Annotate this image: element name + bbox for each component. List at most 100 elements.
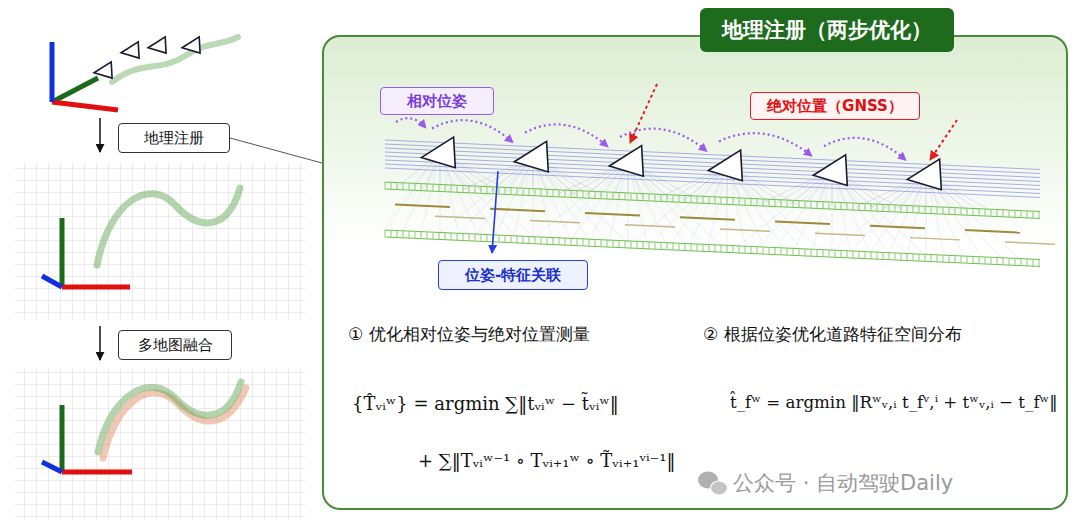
road-strip-tick [991, 257, 992, 264]
road-strip-tick [457, 233, 458, 240]
road-strip-tick [421, 184, 422, 191]
road-strip-tick [847, 203, 848, 210]
road-strip-tick [439, 184, 440, 191]
road-strip-tick [805, 249, 806, 256]
axis-z [52, 78, 98, 102]
lane-line [385, 148, 1040, 177]
road-strip-tick [445, 185, 446, 192]
road-strip-tick [1003, 258, 1004, 265]
lane-dash [435, 216, 485, 218]
relative-pose-arc [620, 129, 707, 152]
road-strip-tick [667, 243, 668, 250]
road-strip-tick [907, 253, 908, 260]
camera-pose [813, 155, 847, 186]
road-strip-tick [637, 193, 638, 200]
relative-pose-arc [525, 124, 608, 147]
road-strip-tick [919, 254, 920, 261]
road-strip-tick [517, 236, 518, 243]
road-strip-tick [967, 256, 968, 263]
road-strip-tick [679, 243, 680, 250]
road-strip-tick [1015, 210, 1016, 217]
panel: 地理注册（两步优化）相对位姿绝对位置（GNSS）位姿-特征关联 [322, 35, 1068, 510]
road-strip-tick [847, 251, 848, 258]
road-strip-tick [925, 254, 926, 261]
road-strip-tick [1009, 258, 1010, 265]
road-strip-tick [709, 197, 710, 204]
road-strip-tick [409, 183, 410, 190]
road-strip-tick [391, 230, 392, 237]
lane-dash [530, 221, 580, 223]
road-strip-tick [763, 199, 764, 206]
road-strip-tick [1039, 259, 1040, 266]
association-line [906, 174, 926, 257]
road-strip-tick [757, 247, 758, 254]
road-strip-tick [415, 183, 416, 190]
road-strip-tick [937, 255, 938, 262]
association-line [420, 152, 440, 235]
road-strip-tick [769, 199, 770, 206]
association-line [832, 170, 833, 254]
lane-dash [585, 213, 640, 215]
road-strip-tick [565, 190, 566, 197]
road-strip-tick [1009, 210, 1010, 217]
road-strip-tick [859, 203, 860, 210]
lane-line [385, 160, 1040, 189]
road-strip-tick [619, 241, 620, 248]
road-strip-tick [565, 238, 566, 245]
road-strip-tick [547, 189, 548, 196]
callout-box: 相对位姿 [380, 87, 494, 115]
road-strip-tick [997, 210, 998, 217]
road-strip-tick [553, 190, 554, 197]
step-note: ① 优化相对位姿与绝对位置测量 [348, 323, 590, 346]
road-strip-tick [475, 234, 476, 241]
road-strip-tick [805, 201, 806, 208]
road-strip-tick [889, 253, 890, 260]
gnss-arrow [630, 84, 657, 143]
road-strip-tick [559, 238, 560, 245]
road-strip-tick [505, 187, 506, 194]
road-strip-tick [649, 242, 650, 249]
road-strip-tick [631, 193, 632, 200]
road-strip-tick [1033, 259, 1034, 266]
road-strip-tick [685, 244, 686, 251]
road-strip-tick [829, 250, 830, 257]
road-strip-tick [757, 199, 758, 206]
road-strip-tick [535, 237, 536, 244]
relative-pose-arc [824, 138, 906, 161]
road-strip-tick [763, 247, 764, 254]
lane-dash [720, 229, 770, 231]
road-strip-tick [643, 242, 644, 249]
road-strip-tick [439, 232, 440, 239]
road-strip-tick [985, 257, 986, 264]
road-strip-tick [733, 246, 734, 253]
association-line [513, 157, 533, 240]
road-strip-tick [961, 208, 962, 215]
road-strip-tick [559, 190, 560, 197]
road-strip-tick [487, 187, 488, 194]
road-strip-tick [571, 238, 572, 245]
lane-dash [395, 204, 450, 206]
road-strip-tick [427, 232, 428, 239]
road-strip-tick [913, 254, 914, 261]
road-strip-tick [775, 200, 776, 207]
road-strip-tick [385, 230, 386, 237]
lane-dash [1005, 242, 1055, 244]
road-strip-tick [715, 197, 716, 204]
road-strip-tick [751, 246, 752, 253]
road-strip-tick [1003, 210, 1004, 217]
road-strip-tick [613, 240, 614, 247]
axis-x [62, 285, 130, 290]
road-strip-tick [907, 205, 908, 212]
road-strip-tick [973, 208, 974, 215]
road-strip-tick [451, 233, 452, 240]
road-strip-tick [817, 249, 818, 256]
box-label: 相对位姿 [407, 92, 467, 111]
camera-pose [708, 150, 742, 181]
axis-x [62, 470, 132, 475]
road-strip-tick [607, 192, 608, 199]
axis-z [60, 218, 65, 287]
road-strip-tick [943, 255, 944, 262]
road-strip-tick [1027, 259, 1028, 266]
road-strip-tick [697, 196, 698, 203]
road-strip-tick [529, 188, 530, 195]
